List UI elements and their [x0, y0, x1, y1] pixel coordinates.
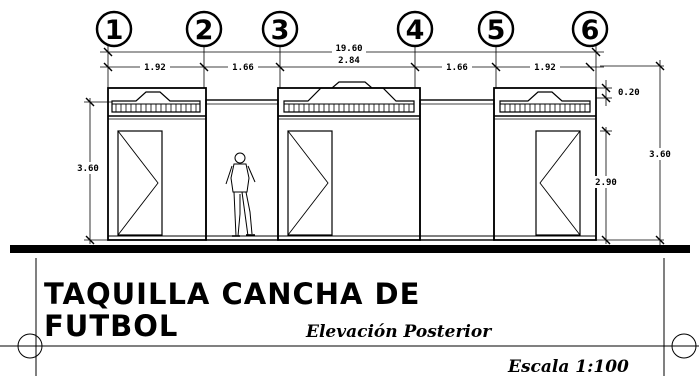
axis-label-6: 6 [581, 15, 600, 46]
axis-bubble-1: 1 [95, 10, 133, 48]
building-elevation [107, 81, 597, 241]
title-texts: TAQUILLA CANCHA DE FUTBOL Elevación Post… [44, 277, 629, 376]
dim-total: 19.60 [335, 44, 362, 54]
subtitle: Elevación Posterior [305, 322, 492, 342]
axis-label-2: 2 [195, 15, 214, 46]
axis-bubble-5: 5 [477, 10, 515, 48]
axis-label-5: 5 [487, 15, 506, 46]
axis-label-1: 1 [105, 15, 124, 46]
center-door [287, 130, 333, 236]
dim-left-height: 3.60 [77, 164, 99, 174]
dim-3-4: 2.84 [338, 56, 360, 66]
axis-bubble-3: 3 [261, 10, 299, 48]
human-figure [225, 152, 256, 237]
title-line-2: FUTBOL [44, 309, 178, 343]
dim-1-2: 1.92 [144, 63, 166, 73]
left-module [107, 87, 207, 241]
right-door [535, 130, 581, 236]
dim-2-3: 1.66 [232, 63, 254, 73]
connector-wall-right [419, 99, 495, 241]
axis-bubble-4: 4 [396, 10, 434, 48]
ground-line [10, 245, 690, 253]
connector-wall-left [205, 99, 279, 241]
dim-4-5: 1.66 [446, 63, 468, 73]
vertical-dimension-labels: 3.60 0.20 2.90 3.60 [74, 88, 676, 188]
title-line-1: TAQUILLA CANCHA DE [44, 277, 420, 311]
axis-bubble-2: 2 [185, 10, 223, 48]
axis-label-3: 3 [271, 15, 290, 46]
dim-right-height: 3.60 [649, 150, 671, 160]
title-block [0, 258, 699, 376]
dim-door-height: 2.90 [595, 178, 617, 188]
axis-bubble-6: 6 [571, 10, 609, 48]
horizontal-dimension-labels: 19.60 1.92 1.66 2.84 1.66 1.92 [140, 44, 560, 73]
left-door [117, 130, 163, 236]
dim-parapet: 0.20 [618, 88, 640, 98]
right-module [493, 87, 597, 241]
axis-markers: 1 2 3 4 5 6 [95, 10, 609, 48]
center-module [277, 81, 421, 241]
dim-5-6: 1.92 [534, 63, 556, 73]
scale-label: Escala 1:100 [507, 357, 629, 376]
axis-label-4: 4 [406, 15, 425, 46]
